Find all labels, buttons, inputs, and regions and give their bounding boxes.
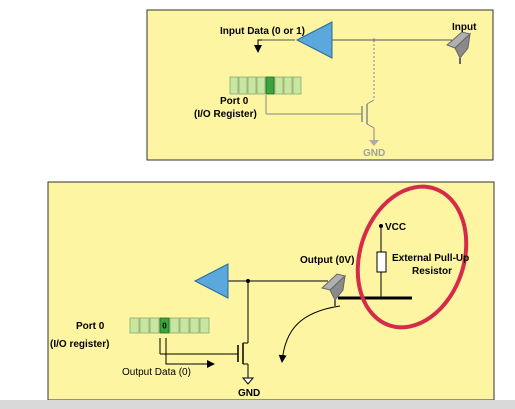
register-cell [274,76,284,95]
output-data-label: Output Data (0) [122,367,191,378]
register-cell [169,317,180,334]
vcc-label: VCC [385,222,406,233]
register-cell-active [159,317,170,334]
top-port-label: Port 0 [220,96,249,107]
register-cell [229,76,239,95]
pullup-label-line2: Resistor [412,266,452,277]
top-io-register [229,76,302,95]
pullup-resistor-icon [376,251,387,273]
top-input-data-label: Input Data (0 or 1) [220,26,305,37]
register-active-value: 0 [162,322,167,331]
bottom-panel: 0 VCC Output (0V) External Pull-Up Resis… [47,181,495,401]
current-flow-arrow [278,305,341,363]
register-cell [247,76,257,95]
top-input-label: Input [452,22,477,33]
register-cell [149,317,160,334]
register-cell [292,76,302,95]
top-register-label: (I/O Register) [194,109,257,120]
bottom-panel-background [47,181,495,401]
register-cell [283,76,293,95]
top-gnd-icon [369,140,379,146]
pullup-highlight-ellipse [355,184,469,330]
top-transistor-icon [361,99,375,129]
bottom-output-pin-icon [320,273,347,306]
top-input-buffer-icon [295,21,333,59]
vcc-node [379,224,383,228]
register-cell [256,76,266,95]
top-input-pin-icon [446,31,472,64]
bottom-bar [0,400,515,409]
top-panel: Input Data (0 or 1) Input Port 0 (I/O Re… [146,9,494,161]
bottom-buffer-icon [193,263,229,299]
pullup-label-line1: External Pull-Up [392,253,469,264]
bottom-gnd-label: GND [238,388,260,399]
register-cell [199,317,210,334]
output-label: Output (0V) [300,255,354,266]
top-tap-node [372,38,376,42]
bottom-register-label: (I/O register) [50,339,109,350]
register-cell [238,76,248,95]
bottom-gnd-icon [241,377,255,385]
register-cell [179,317,190,334]
register-cell-active [265,76,275,95]
top-gnd-label: GND [363,148,385,159]
register-cell [189,317,200,334]
output-data-arrow [165,338,215,368]
register-cell [139,317,150,334]
bottom-io-register: 0 [129,317,210,334]
register-cell [129,317,140,334]
bottom-port-label: Port 0 [76,321,105,332]
top-input-arrow [254,39,262,53]
